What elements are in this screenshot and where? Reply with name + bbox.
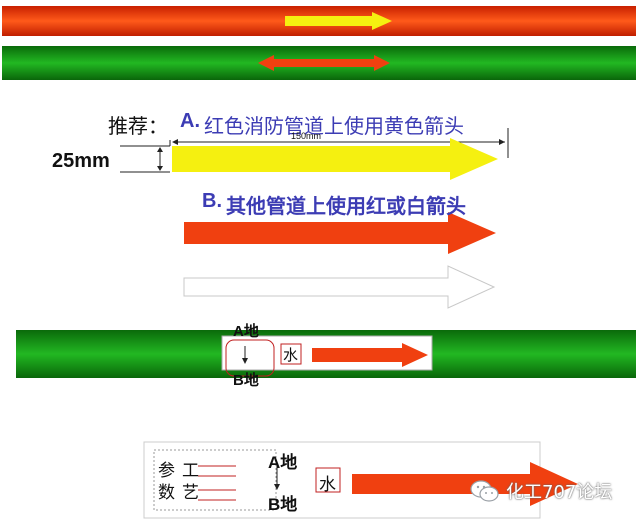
medium-box (280, 343, 302, 365)
watermark-text: 化工707论坛 (506, 482, 613, 503)
pipe-label-to: B地 (233, 372, 259, 389)
bottom-medium-box (315, 467, 341, 493)
params-box (153, 449, 277, 511)
option-b-text: 其他管道上使用红或白箭头 (226, 194, 466, 218)
bottom-label-from: A地 (268, 453, 298, 472)
pipe-flow-arrow (312, 343, 428, 367)
yellow-flow-arrow (285, 12, 392, 30)
pipe-label-medium: 水 (283, 346, 299, 364)
watermark: 化工707论坛 (470, 476, 630, 506)
yellow-arrow-sample (172, 138, 498, 180)
option-a-text: 红色消防管道上使用黄色箭头 (204, 114, 464, 138)
bottom-label-medium: 水 (319, 475, 336, 495)
wechat-icon (470, 480, 499, 502)
location-bracket (225, 339, 275, 377)
double-flow-arrow (258, 55, 390, 71)
white-arrow-sample (183, 265, 496, 309)
length-dimension-label: 150mm (291, 131, 322, 141)
bottom-flow-arrow (352, 462, 578, 506)
param-char-2a: 数 (158, 483, 175, 503)
recommend-prefix: 推荐： (108, 114, 168, 138)
param-char-2b: 艺 (182, 483, 199, 503)
red-arrow-sample (184, 212, 496, 254)
height-dimension-label: 25mm (52, 150, 110, 172)
param-char-1b: 工 (182, 461, 199, 481)
option-b-letter: B. (202, 190, 222, 212)
pipe-label-from: A地 (233, 323, 259, 340)
bottom-label-to: B地 (268, 495, 298, 514)
param-char-1a: 参 (158, 461, 175, 481)
option-a-letter: A. (180, 110, 200, 132)
